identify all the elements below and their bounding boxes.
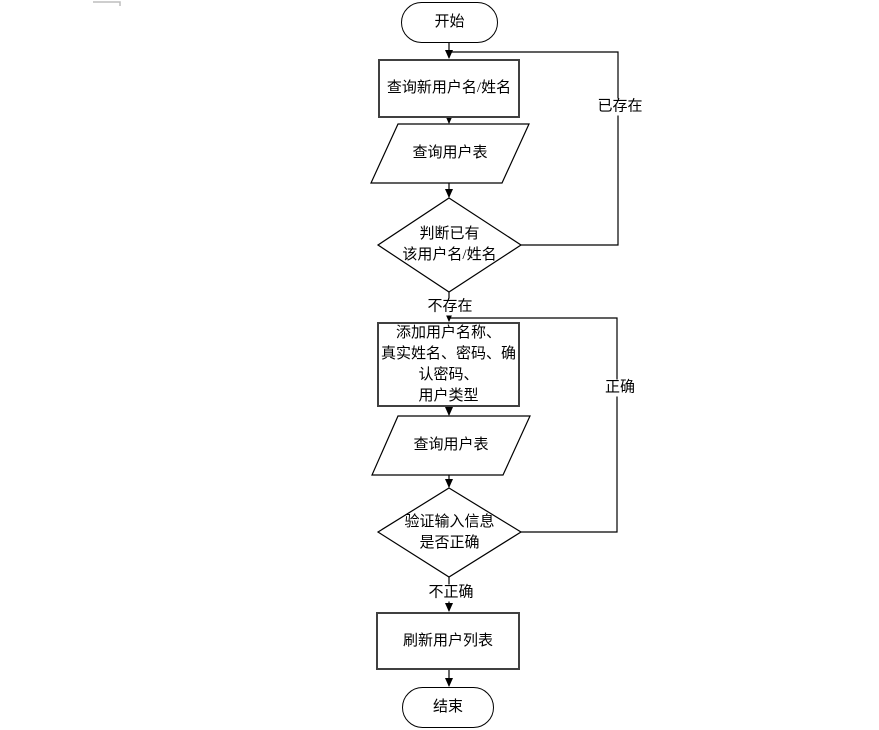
shape-outlines [370, 123, 531, 578]
process-refresh-user-list: 刷新用户列表 [376, 612, 520, 670]
end-node-label: 结束 [432, 699, 463, 715]
arrowhead-into-end [445, 678, 453, 687]
data-query-user-table-2: 查询用户表 [372, 416, 530, 475]
decision-validate-input-label: 验证输入信息 是否正确 [404, 513, 495, 551]
process-add-user-info-label: 添加用户名称、 真实姓名、密码、确 认密码、 用户类型 [380, 324, 516, 404]
arrowhead-into-refresh [445, 603, 453, 612]
end-node: 结束 [402, 687, 494, 728]
parallelogram-query-user-table-2 [371, 415, 531, 476]
arrowhead-into-decision2 [445, 479, 453, 488]
data-query-user-table-1: 查询用户表 [371, 124, 529, 183]
process-refresh-user-list-label: 刷新用户列表 [402, 632, 493, 649]
feedback-line-correct [449, 317, 618, 533]
feedback-line-exists [449, 51, 619, 246]
edge-label-correct: 正确 [602, 379, 638, 397]
process-add-user-info: 添加用户名称、 真实姓名、密码、确 认密码、 用户类型 [377, 322, 520, 407]
edge-label-incorrect: 不正确 [426, 584, 476, 602]
process-query-new-username-label: 查询新用户名/姓名 [386, 80, 512, 96]
arrowhead-into-query [445, 50, 453, 59]
decision-validate-input: 验证输入信息 是否正确 [378, 488, 521, 577]
process-query-new-username: 查询新用户名/姓名 [378, 59, 520, 118]
arrowhead-into-table2 [445, 407, 453, 416]
parallelogram-query-user-table-1 [370, 123, 530, 184]
start-node-label: 开始 [434, 14, 465, 30]
edge-label-not-exists: 不存在 [425, 298, 475, 316]
page-corner-mark [93, 1, 121, 6]
decision-check-username-exists-label: 判断已有 该用户名/姓名 [402, 226, 497, 263]
edge-label-exists: 已存在 [595, 98, 645, 116]
start-node: 开始 [401, 2, 498, 43]
data-query-user-table-1-label: 查询用户表 [412, 145, 488, 161]
data-query-user-table-2-label: 查询用户表 [413, 437, 489, 453]
diamond-validate-input [376, 487, 523, 578]
arrowhead-into-decision1 [445, 189, 453, 198]
decision-check-username-exists: 判断已有 该用户名/姓名 [378, 198, 521, 292]
diamond-check-username-exists [376, 197, 523, 293]
